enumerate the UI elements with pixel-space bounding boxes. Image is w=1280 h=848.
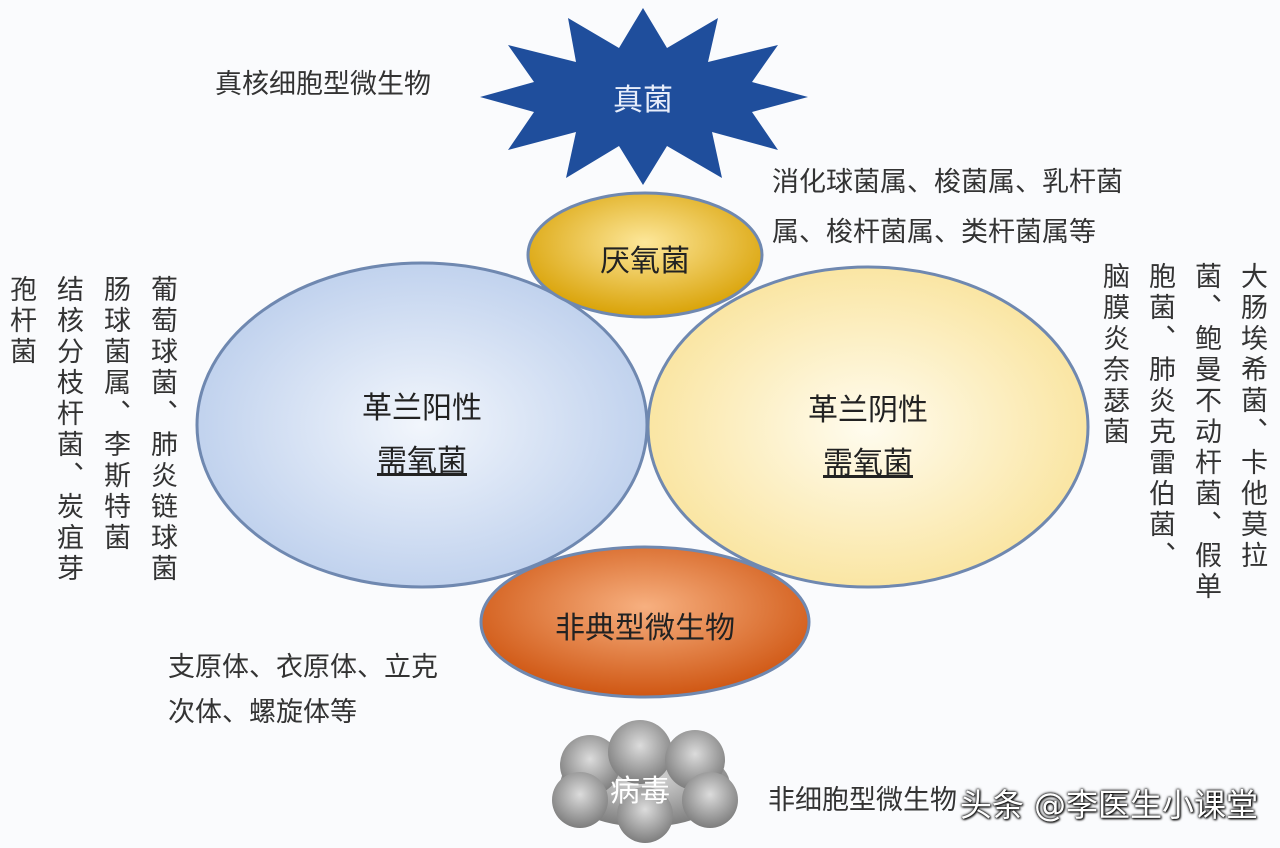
virus-label: 病毒 bbox=[610, 774, 670, 809]
gram-positive-examples-2: 肠球菌属、李斯特菌 bbox=[99, 275, 130, 554]
virus-note: 非细胞型微生物 bbox=[768, 785, 957, 816]
atypical-examples-1: 支原体、衣原体、立克 bbox=[168, 652, 438, 683]
gram-negative-examples-4: 脑膜炎奈瑟菌 bbox=[1098, 262, 1129, 448]
gram-negative-sublabel: 需氧菌 bbox=[823, 446, 913, 481]
gram-negative-examples-3: 胞菌、肺炎克雷伯菌、 bbox=[1144, 262, 1175, 572]
gram-negative-examples-2: 菌、鲍曼不动杆菌、假单 bbox=[1190, 262, 1221, 603]
anaerobes-examples-2: 属、梭杆菌属、类杆菌属等 bbox=[772, 217, 1096, 248]
virus-cloud bbox=[552, 720, 738, 843]
gram-positive-label: 革兰阳性 bbox=[362, 391, 482, 426]
atypical-label: 非典型微生物 bbox=[555, 611, 735, 646]
watermark: 头条 @李医生小课堂 bbox=[959, 786, 1258, 824]
fungi-label: 真菌 bbox=[613, 83, 673, 118]
gram-positive-examples-3: 结核分枝杆菌、炭疽芽 bbox=[52, 275, 83, 585]
atypical-ellipse bbox=[479, 545, 811, 699]
fungi-star bbox=[480, 8, 808, 185]
gram-negative-examples-1: 大肠埃希菌、卡他莫拉 bbox=[1236, 262, 1267, 572]
gram-positive-sublabel: 需氧菌 bbox=[377, 444, 467, 479]
anaerobes-examples-1: 消化球菌属、梭菌属、乳杆菌 bbox=[772, 167, 1123, 198]
gram-positive-examples-1: 葡萄球菌、肺炎链球菌 bbox=[146, 275, 177, 585]
fungi-note: 真核细胞型微生物 bbox=[215, 69, 431, 100]
gram-negative-ellipse bbox=[646, 265, 1090, 589]
anaerobes-ellipse bbox=[526, 191, 764, 319]
anaerobes-label: 厌氧菌 bbox=[600, 244, 690, 279]
atypical-examples-2: 次体、螺旋体等 bbox=[168, 697, 357, 728]
gram-negative-label: 革兰阴性 bbox=[808, 393, 928, 428]
gram-positive-examples-4: 孢杆菌 bbox=[5, 275, 36, 368]
